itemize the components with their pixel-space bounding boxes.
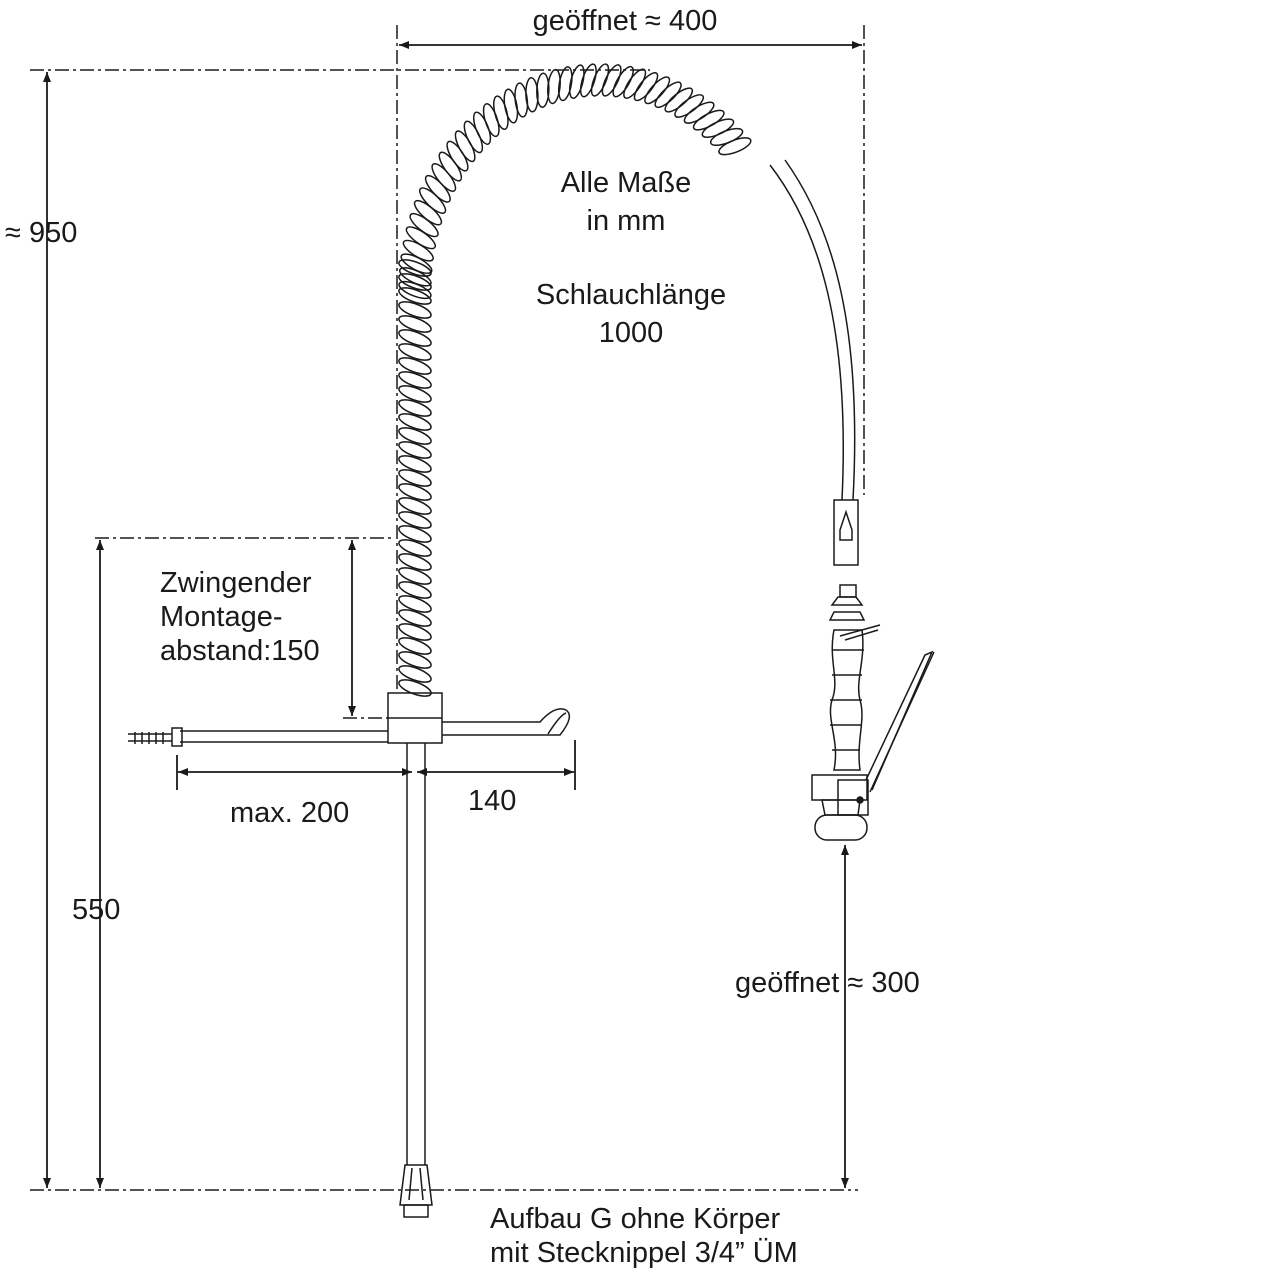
coil-loop <box>503 88 519 124</box>
coil-loop <box>398 329 432 347</box>
mount-line1: Zwingender <box>160 567 312 599</box>
coil-loop <box>398 315 432 333</box>
coil-loop <box>398 399 432 417</box>
dim-total-height: ≈ 950 <box>5 217 78 249</box>
dim-right-140: 140 <box>468 785 517 817</box>
hose-line1: Schlauchlänge <box>535 279 727 311</box>
coil-loop <box>398 609 432 627</box>
coil-loop <box>493 95 509 131</box>
mount-line3: abstand:150 <box>160 635 320 667</box>
units-line2: in mm <box>586 205 666 237</box>
coil-loop <box>654 81 682 109</box>
footer-note: Aufbau G ohne Körper mit Stecknippel 3/4… <box>490 1202 798 1270</box>
footer-line1: Aufbau G ohne Körper <box>490 1203 781 1235</box>
coil-loop <box>709 127 744 147</box>
coil-loop <box>398 497 432 515</box>
coil-loop <box>579 63 597 98</box>
hose-note: Schlauchlänge 1000 <box>506 278 756 350</box>
coil-loop <box>664 87 694 113</box>
coil-loop <box>398 259 432 277</box>
dimension-lines <box>43 41 862 1188</box>
coil-loop <box>525 77 539 113</box>
coil-loop <box>398 679 432 697</box>
mount-line2: Montage- <box>160 601 283 633</box>
coil-loop <box>398 567 432 585</box>
dim-mount-height: 550 <box>72 894 121 926</box>
spray-head <box>811 499 935 841</box>
hose <box>769 164 845 501</box>
coil-loop <box>398 483 432 501</box>
coil-loop <box>405 226 436 250</box>
coil-loop <box>568 64 585 99</box>
units-note: Alle Maße in mm <box>526 166 726 238</box>
coil-loop <box>398 511 432 529</box>
coil-loop <box>398 343 432 361</box>
coil-loop <box>398 385 432 403</box>
coil-loop <box>601 64 622 97</box>
coil-loop <box>514 82 529 118</box>
reference-lines <box>30 25 865 1191</box>
coil-loop <box>547 68 561 105</box>
coil-loop <box>398 665 432 683</box>
coil-loop <box>398 427 432 445</box>
dim-open-width: geöffnet ≈ 400 <box>532 5 718 37</box>
faucet-body <box>128 692 571 1218</box>
coil-loop <box>633 71 659 102</box>
coil-loop <box>612 65 634 98</box>
coil-loop <box>718 137 752 156</box>
coil-loop <box>590 63 610 97</box>
coil-loop <box>400 253 433 274</box>
coil-loop <box>398 595 432 613</box>
coil-loop <box>644 76 671 105</box>
coil-loop <box>398 357 432 375</box>
hose-line2: 1000 <box>598 317 664 349</box>
coil-loop <box>398 371 432 389</box>
units-line1: Alle Maße <box>560 167 692 199</box>
coil-loop <box>674 94 705 118</box>
coil-loop <box>398 287 432 305</box>
dim-open-height: geöffnet ≈ 300 <box>735 967 920 999</box>
mount-note: Zwingender Montage- abstand:150 <box>160 566 320 668</box>
coil-loop <box>398 553 432 571</box>
coil-loop <box>398 441 432 459</box>
coil-loop <box>398 469 432 487</box>
coil-loop <box>536 72 550 109</box>
coil-loop <box>398 525 432 543</box>
coil-loop <box>398 273 432 291</box>
coil-loop <box>558 66 573 102</box>
coil-loop <box>398 637 432 655</box>
coil-loop <box>623 68 647 99</box>
coil-loop <box>398 623 432 641</box>
coil-loop <box>398 581 432 599</box>
coil-loop <box>482 103 500 138</box>
coil-spring <box>398 63 752 697</box>
coil-loop <box>472 111 492 145</box>
coil-loop <box>398 651 432 669</box>
coil-loop <box>398 455 432 473</box>
dim-max-left: max. 200 <box>230 797 350 829</box>
footer-line2: mit Stecknippel 3/4” ÜM <box>490 1237 798 1269</box>
coil-loop <box>398 539 432 557</box>
coil-loop <box>398 301 432 319</box>
coil-loop <box>398 413 432 431</box>
